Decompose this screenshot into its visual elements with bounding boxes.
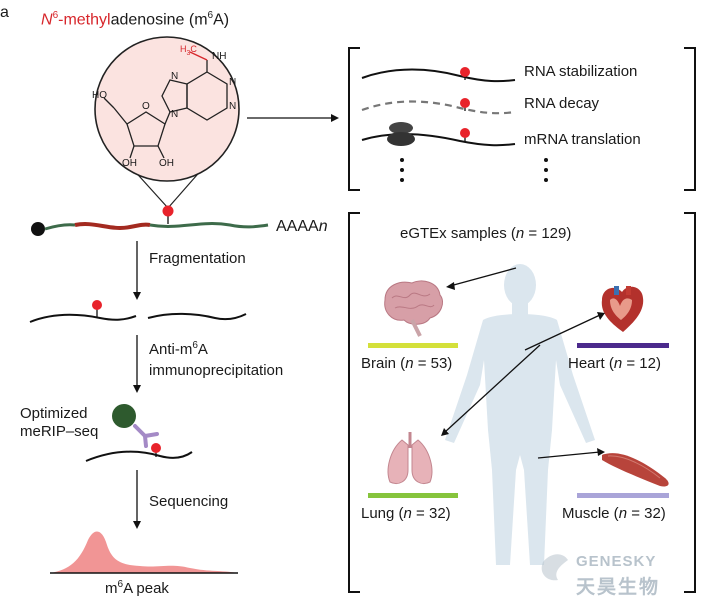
human-silhouette bbox=[445, 264, 595, 565]
effect-rows bbox=[361, 67, 548, 182]
m6a-marker bbox=[162, 205, 174, 217]
title-adenosine: adenosine (m bbox=[110, 11, 208, 29]
muscle-label: Muscle (n = 32) bbox=[562, 505, 666, 522]
n7-label: N bbox=[171, 71, 179, 82]
effect-rna-decay: RNA decay bbox=[524, 95, 600, 112]
n9-label: N bbox=[171, 109, 179, 120]
samples-title: eGTEx samples (n = 129) bbox=[400, 225, 572, 242]
lung-label: Lung (n = 32) bbox=[361, 505, 451, 522]
immunoprecipitation-label: immunoprecipitation bbox=[149, 362, 284, 379]
antibody-complex bbox=[85, 404, 193, 462]
title-n: N bbox=[41, 11, 53, 29]
pipeline-arrows bbox=[133, 241, 141, 529]
title-close: A) bbox=[213, 11, 230, 29]
title-n-sup: 6 bbox=[52, 10, 59, 21]
oh-left-label: OH bbox=[122, 158, 137, 169]
title-m-sup: 6 bbox=[207, 10, 214, 21]
body-to-tissue-arrows bbox=[441, 267, 605, 459]
methyl-label: H3C bbox=[180, 44, 197, 57]
molecule-zoom bbox=[94, 36, 240, 209]
lung-icon bbox=[387, 432, 433, 484]
optimized-label: Optimized bbox=[20, 405, 88, 422]
n3-label: N bbox=[229, 101, 237, 112]
effect-rna-stabilization: RNA stabilization bbox=[524, 63, 638, 80]
heart-label: Heart (n = 12) bbox=[568, 355, 661, 372]
muscle-color-bar bbox=[577, 493, 669, 498]
nh-label: NH bbox=[212, 51, 227, 62]
effect-mrna-translation: mRNA translation bbox=[524, 131, 641, 148]
fragmentation-label: Fragmentation bbox=[149, 250, 246, 267]
title-methyl: -methyl bbox=[58, 11, 111, 29]
molecule-to-effects-arrow bbox=[247, 114, 339, 122]
genesky-logo bbox=[541, 554, 568, 581]
lung-color-bar bbox=[368, 493, 458, 498]
brain-color-bar bbox=[368, 343, 458, 348]
mrna-strand bbox=[31, 205, 269, 236]
m6a-peak-label: m6A peak bbox=[105, 579, 169, 597]
m6a-peak-plot bbox=[50, 531, 238, 574]
heart-icon bbox=[601, 286, 644, 332]
n1-label: N bbox=[229, 77, 237, 88]
molecule-title: N6-methyladenosine (m6A) bbox=[41, 10, 229, 29]
muscle-icon bbox=[602, 453, 669, 487]
samples-bracket bbox=[348, 212, 696, 593]
anti-m6a-label: Anti-m6A bbox=[149, 340, 208, 358]
brain-label: Brain (n = 53) bbox=[361, 355, 453, 372]
ring-o-label: O bbox=[142, 101, 150, 112]
merip-seq-label: meRIP–seq bbox=[20, 423, 99, 440]
watermark-en: GENESKY bbox=[576, 553, 657, 570]
panel-mark: a bbox=[0, 4, 9, 21]
heart-color-bar bbox=[577, 343, 669, 348]
sequencing-label: Sequencing bbox=[149, 493, 229, 510]
poly-a-tail-label: AAAAn bbox=[276, 218, 328, 235]
ho-label: HO bbox=[92, 90, 107, 101]
effects-bracket bbox=[348, 47, 696, 191]
cap-marker bbox=[31, 222, 45, 236]
brain-icon bbox=[384, 280, 444, 337]
oh-right-label: OH bbox=[159, 158, 174, 169]
rna-fragments bbox=[29, 300, 247, 323]
watermark-cn: 天昊生物 bbox=[576, 577, 661, 598]
